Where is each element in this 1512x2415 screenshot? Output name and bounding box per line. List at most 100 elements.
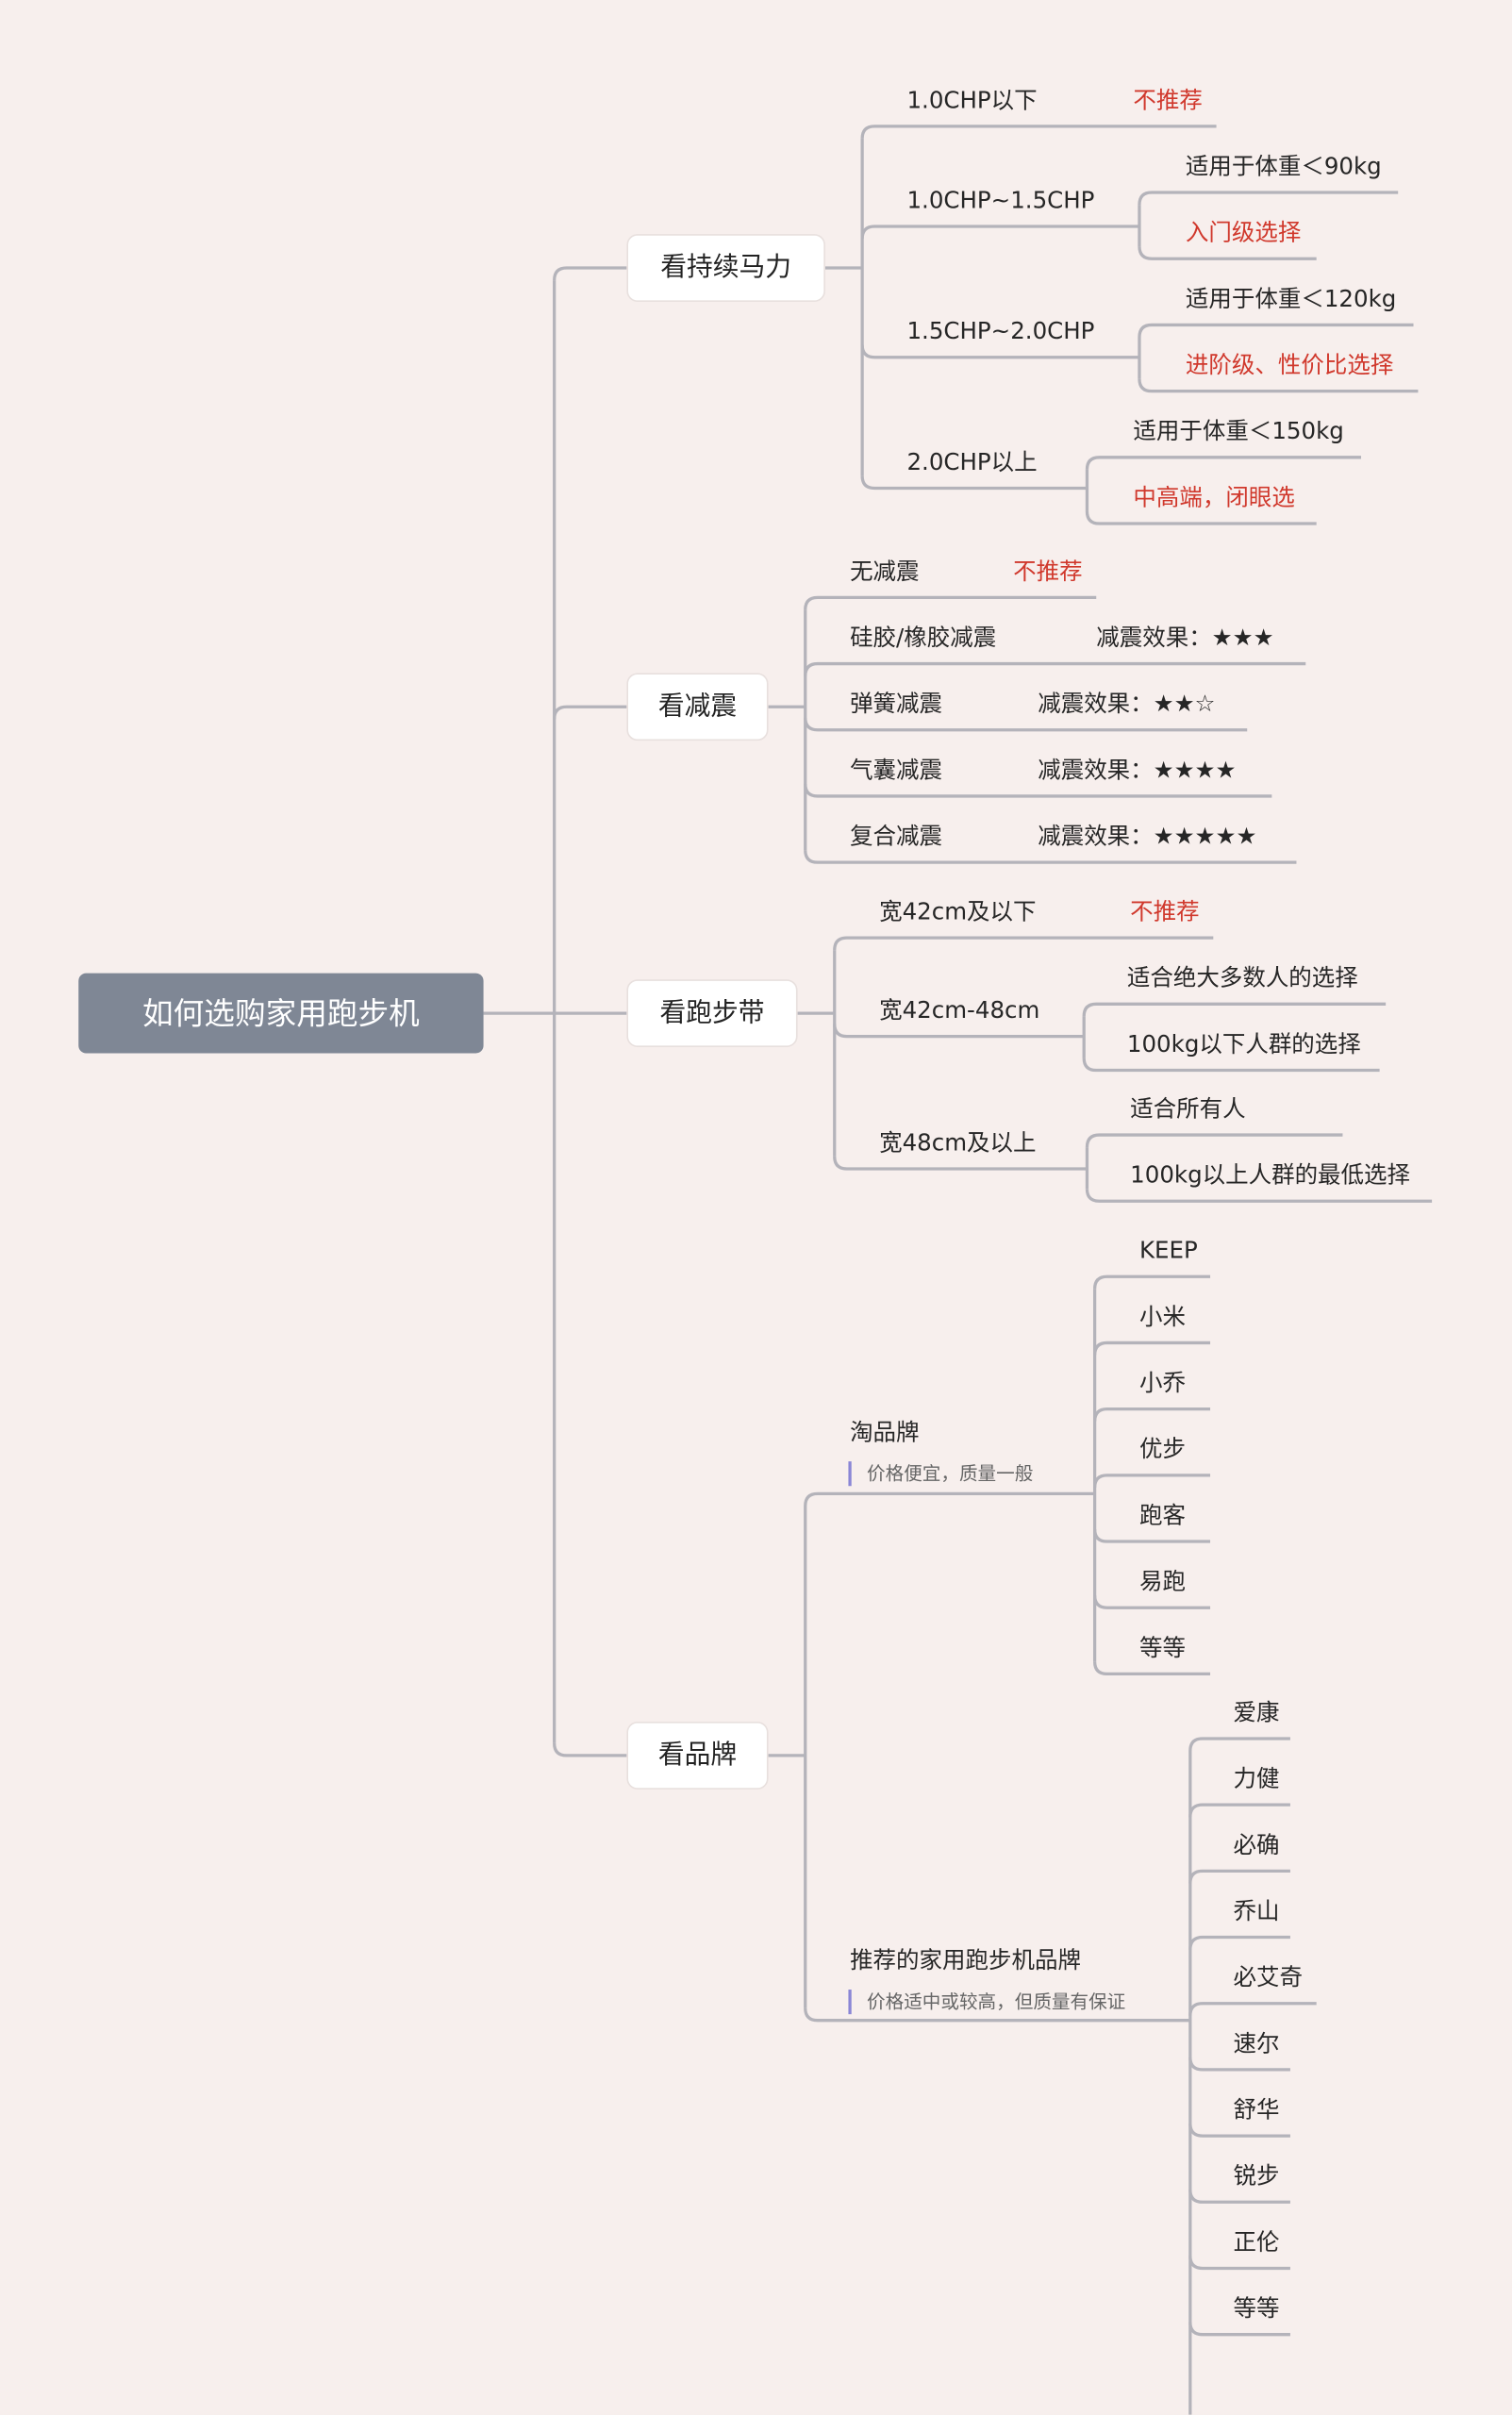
topic-node[interactable]: 必确 xyxy=(1233,1830,1280,1859)
topic-node[interactable]: 适用于体重＜120kg xyxy=(1185,284,1397,313)
child-connector xyxy=(1085,510,1317,525)
child-connector xyxy=(860,125,1217,139)
topic-note: 价格适中或较高，但质量有保证 xyxy=(848,1990,1125,2015)
damping-rating: 减震效果：★★★★ xyxy=(1038,756,1237,784)
child-connector xyxy=(804,849,1297,864)
topic-node[interactable]: 进阶级、性价比选择 xyxy=(1185,351,1394,379)
topic-node[interactable]: 1.5CHP~2.0CHP xyxy=(906,317,1095,345)
topic-node[interactable]: 宽42cm及以下 xyxy=(879,897,1037,926)
child-connector xyxy=(1188,2057,1290,2072)
child-connector xyxy=(804,661,1306,676)
child-connector xyxy=(1092,1274,1211,1290)
child-connector xyxy=(804,2007,1190,2023)
child-connector xyxy=(1188,1803,1290,1818)
branch-topic[interactable]: 看持续马力 xyxy=(626,234,825,302)
child-connector xyxy=(1092,1595,1211,1609)
topic-node[interactable]: 力健 xyxy=(1233,1764,1280,1793)
child-connector xyxy=(1082,1058,1380,1073)
branch-topic[interactable]: 看品牌 xyxy=(626,1722,769,1790)
child-connector xyxy=(804,783,1272,798)
topic-node[interactable]: 小米 xyxy=(1138,1302,1186,1331)
child-connector xyxy=(1188,2322,1290,2337)
topic-node[interactable]: 100kg以下人群的选择 xyxy=(1126,1030,1361,1058)
topic-node[interactable]: 适合绝大多数人的选择 xyxy=(1126,963,1358,992)
topic-node[interactable]: 乔山 xyxy=(1233,1897,1280,1925)
topic-node[interactable]: 推荐的家用跑步机品牌 xyxy=(850,1946,1081,1974)
topic-node[interactable]: 无减震 xyxy=(850,557,920,586)
topic-node[interactable]: 锐步 xyxy=(1233,2161,1280,2190)
topic-note: 价格便宜，质量一般 xyxy=(848,1461,1033,1487)
topic-node[interactable]: 弹簧减震 xyxy=(850,690,943,718)
child-connector xyxy=(1138,378,1419,393)
topic-node[interactable]: 等等 xyxy=(1233,2294,1280,2323)
topic-node[interactable]: 2.0CHP以上 xyxy=(906,448,1038,476)
branch-topic[interactable]: 看跑步带 xyxy=(626,979,798,1048)
child-connector xyxy=(1188,1737,1290,1752)
topic-node[interactable]: 易跑 xyxy=(1138,1567,1186,1596)
topic-node[interactable]: 适用于体重＜90kg xyxy=(1185,152,1382,180)
child-connector xyxy=(1092,1407,1211,1422)
topic-node[interactable]: 100kg以上人群的最低选择 xyxy=(1130,1160,1411,1190)
child-connector xyxy=(804,1491,1095,1507)
topic-node[interactable]: 1.0CHP以下 xyxy=(906,86,1038,114)
child-connector xyxy=(1138,246,1317,260)
damping-rating: 减震效果：★★★ xyxy=(1096,624,1274,652)
child-connector xyxy=(553,266,627,281)
topic-node[interactable]: 优步 xyxy=(1138,1435,1186,1463)
topic-node[interactable]: 宽42cm-48cm xyxy=(879,996,1040,1024)
branch-topic[interactable]: 看减震 xyxy=(626,673,769,741)
child-connector xyxy=(833,936,1214,951)
child-connector xyxy=(1188,1935,1290,1950)
topic-node[interactable]: 1.0CHP~1.5CHP xyxy=(906,186,1095,214)
recommendation-tag: 不推荐 xyxy=(1130,897,1200,926)
topic-node[interactable]: 硅胶/橡胶减震 xyxy=(850,624,997,652)
recommendation-tag: 不推荐 xyxy=(1013,557,1083,586)
topic-node[interactable]: 适用于体重＜150kg xyxy=(1133,417,1344,445)
topic-node[interactable]: 等等 xyxy=(1138,1633,1186,1662)
topic-node[interactable]: 中高端，闭眼选 xyxy=(1133,483,1295,511)
topic-node[interactable]: 速尔 xyxy=(1233,2029,1280,2057)
child-connector xyxy=(1085,1133,1343,1148)
topic-node[interactable]: 宽48cm及以上 xyxy=(879,1128,1037,1157)
recommendation-tag: 不推荐 xyxy=(1133,86,1203,114)
topic-node[interactable]: 入门级选择 xyxy=(1185,218,1302,247)
topic-node[interactable]: 淘品牌 xyxy=(850,1418,920,1446)
child-connector xyxy=(860,475,1088,491)
topic-node[interactable]: 必艾奇 xyxy=(1233,1963,1304,1991)
topic-node[interactable]: 爱康 xyxy=(1233,1698,1280,1726)
child-connector xyxy=(804,595,1097,610)
child-connector xyxy=(1138,323,1414,338)
child-connector xyxy=(833,1024,1085,1039)
damping-rating: 减震效果：★★★★★ xyxy=(1038,822,1257,851)
child-connector xyxy=(1138,191,1399,206)
child-connector xyxy=(1092,1661,1211,1676)
child-connector xyxy=(1188,2002,1317,2016)
topic-node[interactable]: 小乔 xyxy=(1138,1369,1186,1397)
child-connector xyxy=(1092,1341,1211,1356)
child-connector xyxy=(1092,1528,1211,1543)
child-connector xyxy=(553,705,627,720)
topic-node[interactable]: 舒华 xyxy=(1233,2095,1280,2124)
child-connector xyxy=(860,225,1139,240)
child-connector xyxy=(553,1742,627,1757)
damping-rating: 减震效果：★★☆ xyxy=(1038,690,1216,718)
child-connector xyxy=(1188,1869,1290,1884)
child-connector xyxy=(1188,2123,1290,2138)
topic-node[interactable]: 复合减震 xyxy=(850,822,943,851)
topic-node[interactable]: KEEP xyxy=(1138,1236,1198,1265)
root-topic[interactable]: 如何选购家用跑步机 xyxy=(78,973,484,1054)
child-connector xyxy=(860,344,1139,359)
topic-node[interactable]: 跑客 xyxy=(1138,1501,1186,1529)
child-connector xyxy=(804,717,1248,732)
child-connector xyxy=(1092,1474,1211,1488)
child-connector xyxy=(1188,2190,1290,2204)
child-connector xyxy=(833,1156,1088,1171)
topic-node[interactable]: 适合所有人 xyxy=(1130,1094,1246,1124)
child-connector xyxy=(1188,2256,1290,2271)
topic-node[interactable]: 气囊减震 xyxy=(850,756,943,784)
child-connector xyxy=(1085,1189,1433,1203)
topic-node[interactable]: 正伦 xyxy=(1233,2228,1280,2257)
child-connector xyxy=(1082,1002,1387,1017)
